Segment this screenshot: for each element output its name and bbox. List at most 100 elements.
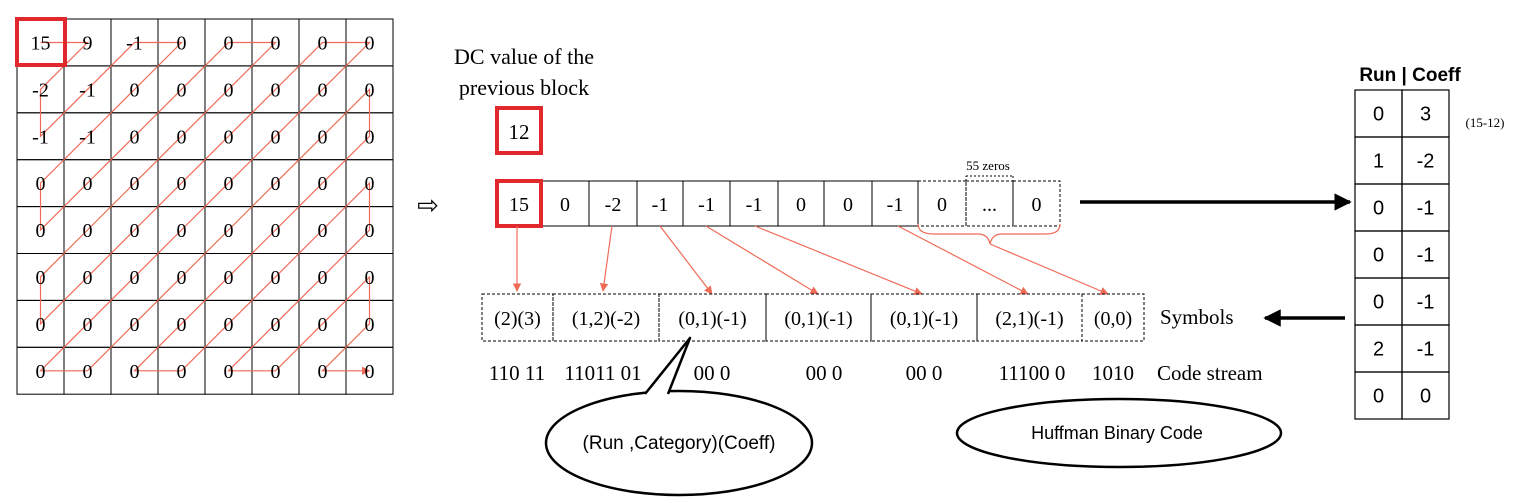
matrix-cell-value: 0 (318, 220, 328, 242)
sequence-cell (871, 180, 919, 227)
symbol-box (976, 293, 1083, 342)
matrix-cell-value: -1 (79, 79, 96, 101)
symbol-box (870, 293, 978, 342)
previous-dc-value: 12 (509, 120, 530, 144)
sequence-value: -1 (652, 194, 669, 216)
symbol-box (552, 293, 660, 342)
coeff-value: 0 (1420, 386, 1431, 408)
matrix-cell-value: -1 (79, 126, 96, 148)
coefficient-matrix (16, 18, 394, 395)
sequence-cell (965, 180, 1014, 227)
zeros-count-label: 55 zeros (966, 158, 1010, 173)
matrix-cell-value: 0 (224, 79, 234, 101)
matrix-cell-value: 0 (130, 173, 140, 195)
coeff-value: 3 (1420, 104, 1431, 126)
matrix-cell-value: 0 (224, 361, 234, 383)
symbol-box (481, 293, 554, 342)
matrix-cell-value: 0 (224, 220, 234, 242)
matrix-cell-value: 0 (271, 267, 281, 289)
table-cell (1401, 371, 1450, 420)
matrix-cell-value: 0 (36, 173, 46, 195)
sequence-value: 0 (796, 194, 806, 216)
matrix-cell-value: 0 (271, 173, 281, 195)
transform-arrow-icon: ⇨ (417, 190, 439, 220)
matrix-cell-value: 0 (130, 314, 140, 336)
huffman-callout-text: Huffman Binary Code (1031, 423, 1203, 443)
matrix-cell-value: 0 (271, 314, 281, 336)
matrix-cell-value: 0 (83, 267, 93, 289)
sequence-value: -1 (887, 194, 904, 216)
symbol-text: (0,0) (1094, 308, 1132, 330)
matrix-cell-value: 0 (130, 361, 140, 383)
matrix-cell-value: 0 (318, 314, 328, 336)
sequence-value: 0 (937, 194, 947, 216)
coeff-value: -2 (1417, 151, 1435, 173)
matrix-cell-value: 0 (36, 220, 46, 242)
sequence-value: 15 (509, 194, 529, 216)
sequence-cell (1012, 180, 1061, 227)
matrix-cell-value: 0 (177, 79, 187, 101)
current-dc-highlight-box (495, 179, 543, 228)
matrix-cell-value: 0 (177, 220, 187, 242)
matrix-cell-value: 0 (271, 126, 281, 148)
matrix-cell-value: 0 (365, 32, 375, 54)
matrix-cell-value: 0 (271, 220, 281, 242)
matrix-cell-value: 0 (83, 173, 93, 195)
matrix-cell-value: 0 (365, 126, 375, 148)
matrix-cell-value: 0 (130, 126, 140, 148)
matrix-cell-value: 9 (83, 32, 93, 54)
sequence-value: -2 (605, 194, 622, 216)
matrix-cell-value: 0 (365, 314, 375, 336)
dc-difference-note: (15-12) (1466, 115, 1505, 130)
huffman-callout (955, 397, 1283, 469)
matrix-cell-value: 0 (224, 32, 234, 54)
matrix-cell-value: 0 (224, 314, 234, 336)
matrix-cell-value: 0 (318, 267, 328, 289)
matrix-cell-value: 0 (365, 267, 375, 289)
run-coeff-header: Run | Coeff (1359, 65, 1461, 86)
matrix-cell-value: 0 (365, 79, 375, 101)
matrix-cell-value: 0 (365, 220, 375, 242)
symbols-row: (2)(3) (1,2)(-2) (0,1)(-1) (0,1)(-1) (0,1)(-… (481, 293, 1145, 342)
run-value: 0 (1373, 198, 1384, 220)
matrix-cell-value: 0 (318, 32, 328, 54)
matrix-cell-value: 0 (130, 220, 140, 242)
matrix-cell-value: 0 (83, 220, 93, 242)
matrix-cell-value: 0 (83, 314, 93, 336)
run-value: 0 (1373, 104, 1384, 126)
sequence-value: -1 (746, 194, 763, 216)
matrix-cell-value: 0 (177, 32, 187, 54)
code-stream-item: 00 0 (806, 361, 843, 385)
matrix-cell-value: 0 (177, 126, 187, 148)
sequence-value: -1 (698, 194, 715, 216)
run-category-callout-text: (Run ,Category)(Coeff) (583, 433, 776, 454)
run-value: 0 (1373, 245, 1384, 267)
matrix-cell-value: 0 (318, 173, 328, 195)
symbol-text: (1,2)(-2) (572, 308, 640, 330)
previous-dc-box (495, 106, 543, 155)
symbol-text: (2,1)(-1) (995, 308, 1063, 330)
zigzag-scan-path (39, 41, 371, 375)
matrix-cell-value: 0 (36, 361, 46, 383)
matrix-cell-value: 0 (224, 267, 234, 289)
code-stream-item: 11011 01 (564, 361, 641, 385)
code-stream-item: 110 11 (489, 361, 545, 385)
run-value: 2 (1373, 339, 1384, 361)
matrix-cell-value: 0 (271, 32, 281, 54)
matrix-cell-value: 0 (318, 361, 328, 383)
symbol-text: (0,1)(-1) (890, 308, 958, 330)
symbol-text: (0,1)(-1) (784, 308, 852, 330)
zeros-brace (917, 223, 1061, 245)
coeff-value: -1 (1417, 292, 1435, 314)
sequence-value: 0 (843, 194, 853, 216)
symbol-text: (0,1)(-1) (678, 308, 746, 330)
symbol-text: (2)(3) (494, 308, 541, 330)
matrix-cell-value: 0 (36, 314, 46, 336)
symbols-label: Symbols (1160, 305, 1234, 329)
dc-label-line2: previous block (459, 75, 589, 100)
matrix-cell-value: 0 (36, 267, 46, 289)
zigzag-line (39, 41, 371, 375)
